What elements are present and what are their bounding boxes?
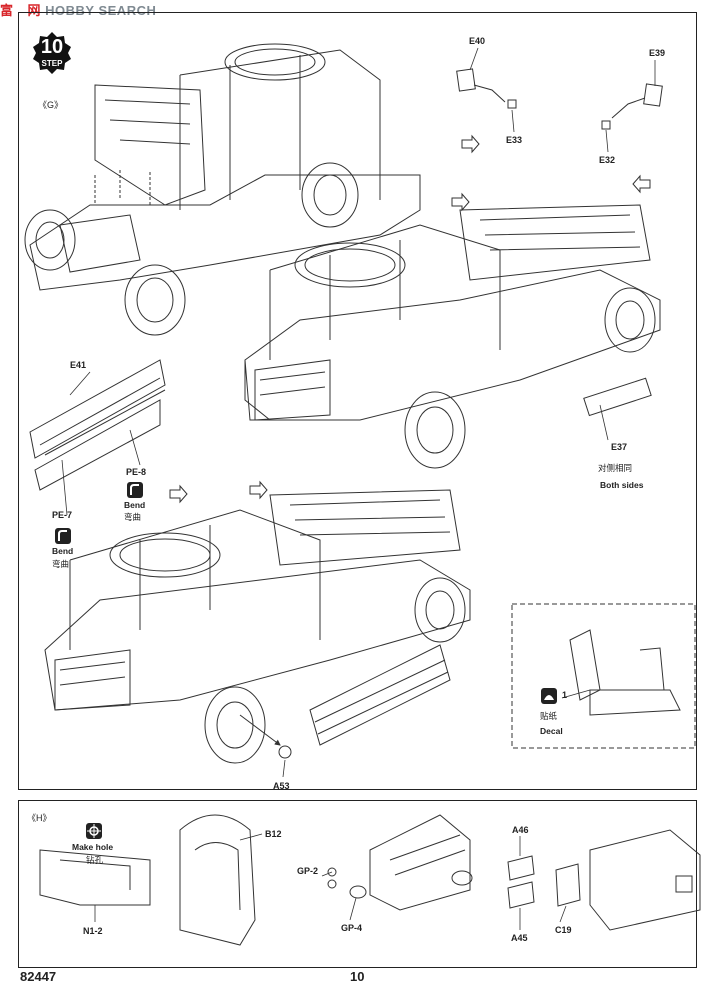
section-g-marker: 《G》 — [38, 100, 64, 110]
vehicle-3-drawing — [44, 489, 471, 764]
arrow-icon — [451, 192, 470, 212]
section-h-marker: 《H》 — [27, 813, 52, 823]
bend-label-pe8: Bend — [124, 500, 146, 510]
part-label-e37: E37 — [611, 442, 628, 452]
make-hole-icon — [86, 823, 102, 839]
bend-label-pe7: Bend — [52, 546, 74, 556]
part-label-n12: N1-2 — [83, 926, 103, 936]
step-number: 10 — [40, 36, 64, 58]
step-badge-icon: 10 STEP — [29, 30, 75, 76]
step-label: STEP — [41, 59, 63, 68]
part-label-e40: E40 — [469, 36, 486, 46]
bend-label-pe7-cn: 弯曲 — [52, 560, 70, 570]
watermark-brand: 富 网 — [0, 3, 42, 18]
mirror-parts-drawing — [456, 68, 663, 130]
vehicle-1-drawing — [24, 43, 421, 336]
part-label-e33: E33 — [506, 135, 523, 145]
kit-number: 82447 — [20, 969, 57, 984]
part-label-a45: A45 — [511, 933, 528, 943]
part-label-a53: A53 — [273, 781, 290, 791]
part-label-pe8: PE-8 — [126, 467, 147, 477]
decal-inset-drawing — [569, 629, 681, 716]
decal-number: 1 — [562, 690, 568, 700]
bend-icon — [55, 528, 71, 544]
part-label-gp4: GP-4 — [341, 923, 363, 933]
both-sides-en: Both sides — [600, 480, 644, 490]
make-hole-en: Make hole — [72, 842, 114, 852]
decal-label-en: Decal — [540, 726, 563, 736]
arrow-icon — [461, 134, 480, 154]
side-plate-parts-drawing — [29, 359, 652, 746]
page-number: 10 — [350, 969, 365, 984]
bend-label-pe8-cn: 弯曲 — [124, 513, 142, 523]
main-step-frame — [18, 12, 697, 790]
part-label-pe7: PE-7 — [52, 510, 73, 520]
arrow-icon — [169, 484, 188, 504]
part-label-b12: B12 — [265, 829, 282, 839]
part-label-e39: E39 — [649, 48, 666, 58]
watermark-site: HOBBY SEARCH — [45, 3, 157, 18]
vehicle-2-drawing — [244, 204, 661, 469]
section-h-parts-drawing — [39, 814, 701, 946]
decal-icon — [541, 688, 557, 704]
part-label-e32: E32 — [599, 155, 616, 165]
part-label-a46: A46 — [512, 825, 529, 835]
both-sides-cn: 对侧相同 — [598, 464, 633, 474]
part-label-gp2: GP-2 — [297, 866, 319, 876]
part-label-e41: E41 — [70, 360, 87, 370]
arrow-icon — [249, 480, 268, 500]
part-label-c19: C19 — [555, 925, 572, 935]
arrow-icon — [632, 174, 651, 194]
make-hole-cn: 钻孔 — [86, 856, 104, 866]
sub-assembly-frame — [18, 800, 697, 968]
bend-icon — [127, 482, 143, 498]
watermark: 富 网 HOBBY SEARCH — [0, 0, 157, 18]
decal-label-cn: 贴纸 — [540, 712, 558, 722]
